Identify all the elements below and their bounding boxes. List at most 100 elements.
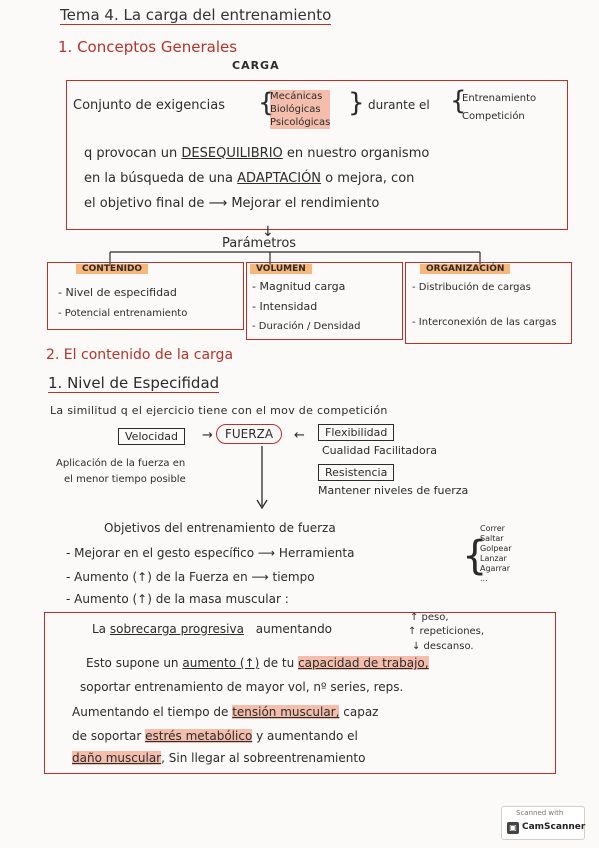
- fuerza-cloud: FUERZA: [216, 424, 283, 444]
- gesto-more: ...: [480, 574, 488, 583]
- param-name-organizacion: ORGANIZACIÓN: [420, 264, 511, 274]
- flexibilidad-text: Flexibilidad: [325, 426, 388, 439]
- box-line3: soportar entrenamiento de mayor vol, nº …: [80, 680, 404, 694]
- arrow-down-icon: ↓: [262, 224, 274, 240]
- sobrecarga-box: [44, 612, 556, 774]
- aumento-text: aumento (↑): [182, 656, 260, 670]
- brace-types-close: }: [348, 88, 365, 118]
- similitud-line: La similitud q el ejercicio tiene con el…: [50, 404, 388, 417]
- box-l1-a: La: [92, 622, 107, 636]
- objetivo-2: - Aumento (↑) de la Fuerza en ⟶ tiempo: [66, 570, 315, 584]
- box-line6: daño muscular, Sin llegar al sobreentren…: [72, 751, 365, 765]
- param-volumen-item-3: - Duración / Densidad: [252, 321, 361, 332]
- gesto-agarrar: Agarrar: [480, 564, 511, 573]
- subheading-text: 1. Nivel de Especifidad: [48, 374, 220, 393]
- title-text: Tema 4. La carga del entrenamiento: [60, 6, 332, 25]
- param-contenido-item-1: - Nivel de especifidad: [58, 286, 177, 299]
- cualidad-text: Cualidad Facilitadora: [322, 444, 438, 457]
- repeticiones-text: ↑ repeticiones,: [408, 626, 485, 637]
- section2-heading: 2. El contenido de la carga: [46, 347, 234, 363]
- param-volumen-item-1: - Magnitud carga: [252, 280, 346, 293]
- def-line3-a: en la búsqueda de una: [84, 171, 234, 186]
- page-title: Tema 4. La carga del entrenamiento: [60, 6, 332, 25]
- def-line3: en la búsqueda de una ADAPTACIÓN o mejor…: [84, 171, 414, 186]
- parametros-label: Parámetros: [222, 236, 297, 251]
- type-biologicas: Biológicas: [270, 103, 331, 116]
- carga-label: CARGA: [232, 59, 280, 72]
- def-line2-a: q provocan un: [84, 146, 178, 161]
- definition-box: [66, 80, 568, 230]
- contexts-list: Entrenamiento Competición: [462, 90, 536, 126]
- velocidad-text: Velocidad: [125, 430, 179, 443]
- peso-text: ↑ peso,: [410, 612, 449, 623]
- mantener-text: Mantener niveles de fuerza: [318, 484, 469, 497]
- def-line1-pre: Conjunto de exigencias: [73, 98, 225, 113]
- objetivo-3: - Aumento (↑) de la masa muscular :: [66, 592, 289, 606]
- box-line5: de soportar estrés metabólico y aumentan…: [72, 729, 358, 743]
- def-line1: Conjunto de exigencias: [73, 98, 225, 113]
- def-line2: q provocan un DESEQUILIBRIO en nuestro o…: [84, 146, 429, 161]
- arrow-left-icon: ←: [294, 428, 305, 443]
- brace-contexts: {: [450, 86, 467, 116]
- camscanner-logo-icon: ▣: [507, 822, 519, 834]
- box-line4: Aumentando el tiempo de tensión muscular…: [72, 705, 378, 719]
- objetivo-1: - Mejorar en el gesto específico ⟶ Herra…: [66, 546, 355, 560]
- box-l2-c: de tu: [263, 656, 295, 670]
- gesto-lanzar: Lanzar: [480, 554, 507, 563]
- param-contenido-item-2: - Potencial entrenamiento: [58, 308, 188, 319]
- estres-metabolico: estrés metabólico: [145, 729, 253, 743]
- camscanner-badge: Scanned with ▣ CamScanner: [501, 806, 585, 840]
- gestos-list: Correr Saltar Golpear Lanzar Agarrar ...: [480, 524, 512, 584]
- brace-gestos: {: [462, 533, 488, 579]
- box-l5-a: de soportar: [72, 729, 142, 743]
- tension-muscular: tensión muscular,: [232, 705, 340, 719]
- box-l1-c: aumentando: [255, 622, 333, 636]
- gesto-golpear: Golpear: [480, 544, 512, 553]
- box-l4-c: capaz: [343, 705, 379, 719]
- param-box-organizacion: [405, 262, 572, 344]
- durante-text: durante el: [368, 98, 430, 112]
- param-name-volumen: VOLUMEN: [250, 264, 312, 274]
- box-l6-b: , Sin llegar al sobreentrenamiento: [161, 751, 366, 765]
- section2-subheading: 1. Nivel de Especifidad: [48, 374, 220, 393]
- scanned-with-text: Scanned with: [516, 809, 564, 817]
- box-l2-a: Esto supone un: [86, 656, 179, 670]
- def-adaptacion: ADAPTACIÓN: [237, 171, 322, 186]
- velocidad-box: Velocidad: [118, 428, 186, 445]
- context-competicion: Competición: [462, 111, 525, 122]
- box-l4-a: Aumentando el tiempo de: [72, 705, 229, 719]
- dano-muscular: daño muscular: [72, 751, 162, 765]
- resistencia-text: Resistencia: [325, 466, 388, 479]
- aplicacion-line2: el menor tiempo posible: [64, 474, 186, 485]
- def-line2-c: en nuestro organismo: [286, 146, 430, 161]
- def-desequilibrio: DESEQUILIBRIO: [181, 146, 283, 161]
- down-arrow-fuerza-icon: [256, 446, 268, 510]
- param-organizacion-item-2: - Interconexión de las cargas: [412, 317, 557, 328]
- gesto-saltar: Saltar: [480, 534, 504, 543]
- box-line1: La sobrecarga progresiva aumentando: [92, 622, 332, 636]
- descanso-text: ↓ descanso.: [412, 641, 474, 652]
- arrow-right-icon: →: [202, 428, 213, 443]
- fuerza-text: FUERZA: [225, 427, 274, 441]
- objetivos-title: Objetivos del entrenamiento de fuerza: [104, 521, 336, 535]
- flexibilidad-box: Flexibilidad: [318, 424, 395, 441]
- sobrecarga-progresiva: sobrecarga progresiva: [109, 622, 244, 636]
- def-line3-c: o mejora, con: [325, 171, 415, 186]
- type-psicologicas: Psicológicas: [270, 116, 331, 129]
- aplicacion-line1: Aplicación de la fuerza en: [56, 458, 186, 469]
- parametros-connector: [109, 251, 481, 266]
- param-organizacion-item-1: - Distribución de cargas: [412, 282, 531, 293]
- def-line4: el objetivo final de ⟶ Mejorar el rendim…: [84, 196, 380, 211]
- types-list: Mecánicas Biológicas Psicológicas: [270, 90, 331, 129]
- gesto-correr: Correr: [480, 524, 505, 533]
- camscanner-text: CamScanner: [522, 822, 586, 832]
- context-entrenamiento: Entrenamiento: [462, 93, 537, 104]
- param-box-contenido: [47, 262, 244, 330]
- param-volumen-item-2: - Intensidad: [252, 300, 318, 313]
- param-name-contenido: CONTENIDO: [76, 264, 149, 274]
- section1-heading: 1. Conceptos Generales: [58, 38, 238, 56]
- resistencia-box: Resistencia: [318, 464, 395, 481]
- capacidad-trabajo: capacidad de trabajo,: [298, 656, 429, 670]
- box-l5-c: y aumentando el: [256, 729, 358, 743]
- box-line2: Esto supone un aumento (↑) de tu capacid…: [86, 656, 429, 670]
